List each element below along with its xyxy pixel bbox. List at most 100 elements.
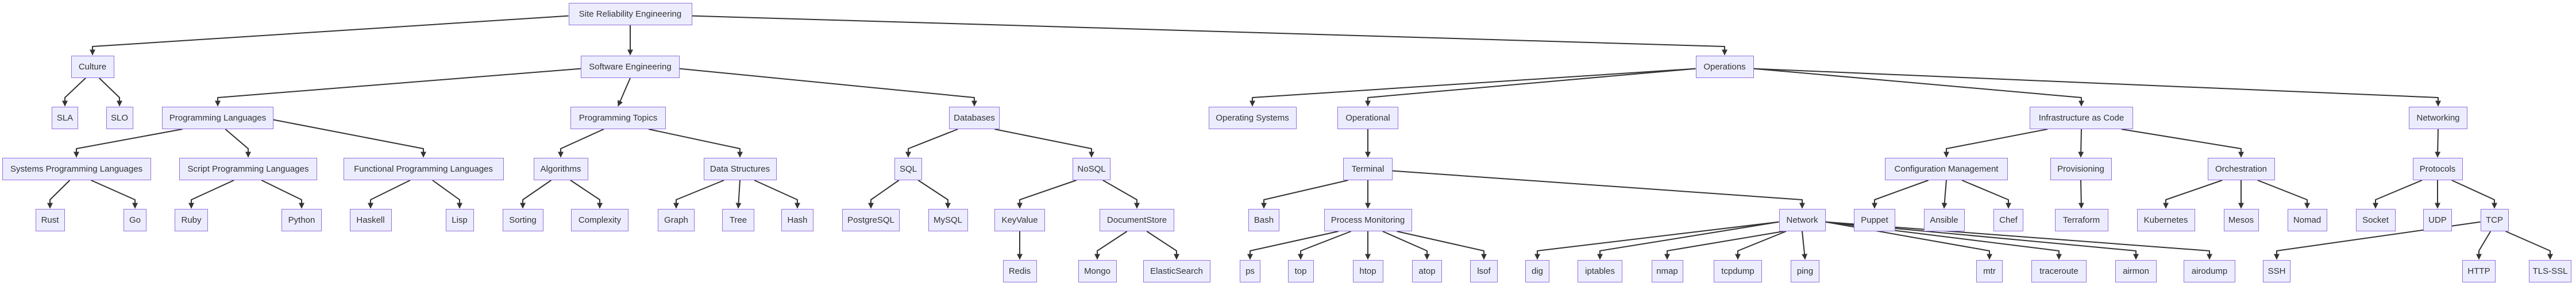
node-puppet: Puppet bbox=[1854, 209, 1895, 231]
node-tls-ssl: TLS-SSL bbox=[2529, 260, 2571, 282]
node-software-engineering: Software Engineering bbox=[581, 56, 680, 78]
node-documentstore: DocumentStore bbox=[1100, 209, 1174, 231]
node-script-pl: Script Programming Languages bbox=[179, 158, 317, 180]
node-ansible: Ansible bbox=[1923, 209, 1965, 231]
edge-config-mgmt-to-chef bbox=[1961, 180, 2011, 209]
edge-network-to-ping bbox=[1802, 231, 1808, 260]
edge-programming-languages-to-functional-pl bbox=[273, 119, 426, 158]
edge-config-mgmt-to-puppet bbox=[1872, 180, 1929, 209]
edge-group bbox=[47, 15, 2553, 260]
node-elasticsearch: ElasticSearch bbox=[1143, 260, 1210, 282]
node-socket: Socket bbox=[2355, 209, 2396, 231]
node-udp: UDP bbox=[2423, 209, 2452, 231]
node-bash: Bash bbox=[1248, 209, 1279, 231]
edge-databases-to-nosql bbox=[994, 129, 1094, 158]
edge-terminal-to-bash bbox=[1261, 180, 1348, 209]
edge-sre-to-culture bbox=[90, 15, 569, 56]
edge-network-to-dig bbox=[1534, 221, 1779, 260]
node-network: Network bbox=[1779, 209, 1826, 231]
edge-databases-to-sql bbox=[905, 129, 958, 158]
edge-network-to-tcpdump bbox=[1735, 231, 1787, 260]
node-hash: Hash bbox=[781, 209, 813, 231]
node-operational: Operational bbox=[1337, 107, 1398, 129]
node-nmap: nmap bbox=[1651, 260, 1683, 282]
edge-process-monitoring-to-lsof bbox=[1397, 231, 1487, 260]
node-tree: Tree bbox=[722, 209, 754, 231]
node-iptables: iptables bbox=[1578, 260, 1622, 282]
node-mtr: mtr bbox=[1976, 260, 2003, 282]
node-sre: Site Reliability Engineering bbox=[568, 3, 692, 25]
edge-culture-to-slo bbox=[99, 77, 122, 107]
node-http: HTTP bbox=[2462, 260, 2496, 282]
node-mongo: Mongo bbox=[1078, 260, 1117, 282]
node-systems-pl: Systems Programming Languages bbox=[2, 158, 151, 180]
node-go: Go bbox=[124, 209, 146, 231]
node-redis: Redis bbox=[1002, 260, 1037, 282]
node-programming-topics: Programming Topics bbox=[570, 107, 666, 129]
node-algorithms: Algorithms bbox=[533, 158, 588, 180]
node-tcp: TCP bbox=[2480, 209, 2509, 231]
edge-operations-to-iac bbox=[1753, 68, 2084, 107]
node-protocols: Protocols bbox=[2412, 158, 2463, 180]
node-htop: htop bbox=[1352, 260, 1383, 282]
node-graph: Graph bbox=[658, 209, 695, 231]
edge-functional-pl-to-lisp bbox=[432, 180, 462, 209]
node-terminal: Terminal bbox=[1343, 158, 1393, 180]
edge-sql-to-mysql bbox=[917, 180, 951, 209]
edge-software-engineering-to-programming-topics bbox=[617, 77, 631, 107]
node-keyvalue: KeyValue bbox=[994, 209, 1045, 231]
edge-protocols-to-tcp bbox=[2451, 180, 2497, 209]
edge-programming-languages-to-systems-pl bbox=[74, 129, 183, 158]
edge-documentstore-to-elasticsearch bbox=[1146, 231, 1179, 260]
node-programming-languages: Programming Languages bbox=[162, 107, 273, 129]
node-nosql: NoSQL bbox=[1073, 158, 1110, 180]
edge-programming-topics-to-data-structures bbox=[648, 129, 743, 158]
node-kubernetes: Kubernetes bbox=[2137, 209, 2195, 231]
edge-terminal-to-network bbox=[1392, 170, 1805, 209]
edge-protocols-to-socket bbox=[2373, 180, 2423, 209]
edge-network-to-iptables bbox=[1597, 221, 1779, 260]
edge-network-to-traceroute bbox=[1825, 221, 2062, 260]
edge-script-pl-to-ruby bbox=[188, 180, 234, 209]
node-atop: atop bbox=[1412, 260, 1442, 282]
edge-operations-to-operating-systems bbox=[1250, 68, 1696, 107]
edge-data-structures-to-tree bbox=[735, 180, 742, 209]
node-haskell: Haskell bbox=[349, 209, 392, 231]
node-ping: ping bbox=[1791, 260, 1819, 282]
node-complexity: Complexity bbox=[571, 209, 628, 231]
edge-documentstore-to-mongo bbox=[1094, 231, 1128, 260]
node-airodump: airodump bbox=[2184, 260, 2235, 282]
edge-systems-pl-to-rust bbox=[47, 180, 71, 209]
edge-programming-topics-to-algorithms bbox=[558, 129, 604, 158]
node-python: Python bbox=[281, 209, 322, 231]
node-terraform: Terraform bbox=[2054, 209, 2108, 231]
edge-programming-languages-to-script-pl bbox=[225, 129, 251, 158]
node-databases: Databases bbox=[949, 107, 1000, 129]
edge-iac-to-orchestration bbox=[2121, 129, 2244, 158]
node-ruby: Ruby bbox=[175, 209, 208, 231]
edge-nosql-to-keyvalue bbox=[1017, 180, 1077, 209]
node-orchestration: Orchestration bbox=[2207, 158, 2275, 180]
edge-algorithms-to-complexity bbox=[570, 180, 603, 209]
node-sla: SLA bbox=[52, 107, 78, 129]
edge-network-to-airodump bbox=[1825, 221, 2212, 260]
node-ps: ps bbox=[1240, 260, 1260, 282]
edge-network-to-nmap bbox=[1664, 231, 1784, 260]
edge-sql-to-postgresql bbox=[868, 180, 900, 209]
node-postgresql: PostgreSQL bbox=[842, 209, 900, 231]
node-data-structures: Data Structures bbox=[703, 158, 777, 180]
edge-tcp-to-http bbox=[2476, 231, 2492, 260]
node-lsof: lsof bbox=[1470, 260, 1498, 282]
node-traceroute: traceroute bbox=[2031, 260, 2087, 282]
node-rust: Rust bbox=[35, 209, 65, 231]
node-sorting: Sorting bbox=[502, 209, 543, 231]
node-slo: SLO bbox=[106, 107, 133, 129]
node-operations: Operations bbox=[1695, 56, 1754, 78]
edge-process-monitoring-to-top bbox=[1298, 231, 1352, 260]
node-airmon: airmon bbox=[2115, 260, 2157, 282]
edge-software-engineering-to-databases bbox=[679, 68, 977, 107]
node-sql: SQL bbox=[894, 158, 922, 180]
